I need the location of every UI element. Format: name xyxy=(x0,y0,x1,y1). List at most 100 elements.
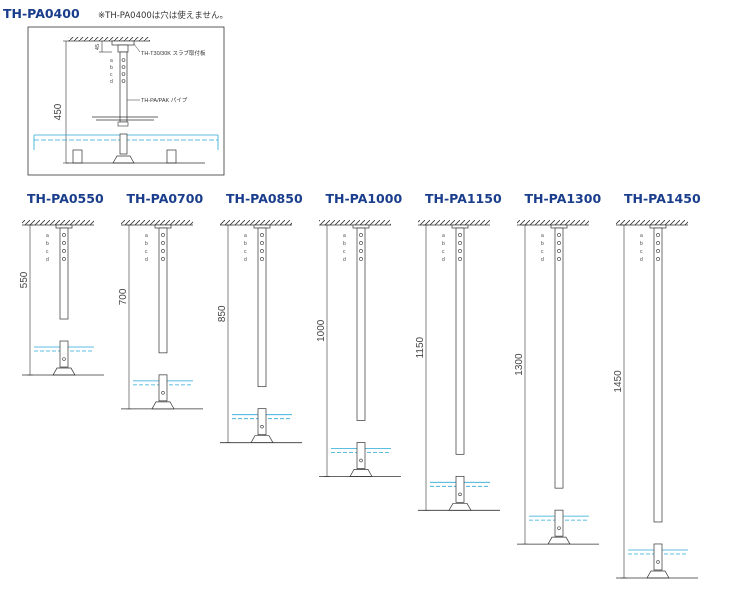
slab-plate xyxy=(550,224,568,229)
dim-length-label: 1150 xyxy=(415,336,426,358)
hole-label: b xyxy=(244,241,247,247)
base-bracket xyxy=(547,536,571,545)
hole-label: a xyxy=(145,233,148,239)
lower-pipe xyxy=(257,408,267,436)
ceiling-hatch xyxy=(517,220,589,225)
pipe-hole xyxy=(161,257,165,261)
models-layer: TH-PA0550abcd550TH-PA0700abcd700TH-PA085… xyxy=(19,191,701,579)
slab-plate xyxy=(649,224,667,229)
hole-label: c xyxy=(145,249,148,255)
main-note: ※TH-PA0400は穴は使えません。 xyxy=(98,10,228,21)
pipe-hole xyxy=(656,249,660,253)
model-title: TH-PA1000 xyxy=(326,191,403,206)
pipe-hole xyxy=(260,233,264,237)
pipe-hole xyxy=(359,233,363,237)
lower-pipe-hole xyxy=(62,357,66,361)
model-title: TH-PA0700 xyxy=(127,191,204,206)
slab-plate xyxy=(55,224,73,229)
pipe-hole xyxy=(458,241,462,245)
pipe-hole xyxy=(260,249,264,253)
base-bracket xyxy=(646,570,670,579)
slab-plate xyxy=(253,224,271,229)
model-title: TH-PA1450 xyxy=(624,191,701,206)
dim-45: 45 xyxy=(95,44,101,50)
hole-label: a xyxy=(343,233,346,239)
lower-pipe-hole xyxy=(161,391,165,395)
hole-label: d xyxy=(541,257,544,263)
lower-pipe xyxy=(356,442,366,469)
pipe-hole xyxy=(557,241,561,245)
dim-450: 450 xyxy=(53,103,64,120)
ceiling-hatch xyxy=(22,220,94,225)
hole-label: d xyxy=(46,257,49,263)
lower-pipe-hole xyxy=(359,458,363,463)
hole-label: c xyxy=(541,249,544,255)
slab-plate xyxy=(451,224,469,229)
hole-label-c: c xyxy=(110,72,113,78)
pipe xyxy=(158,227,168,354)
hole-label: c xyxy=(343,249,346,255)
lower-pipe-hole xyxy=(260,424,264,429)
lower-pipe xyxy=(455,475,465,503)
hole-label: c xyxy=(46,249,49,255)
lower-pipe xyxy=(59,340,69,368)
base-bracket xyxy=(151,401,175,410)
detail-box: 450 45 a b c d TH-T30/30K スラブ取付板 TH-PA/P… xyxy=(27,26,225,176)
hole-label: b xyxy=(640,241,643,247)
pipe-hole xyxy=(557,249,561,253)
pipe xyxy=(455,227,465,455)
slab-plate xyxy=(154,224,172,229)
hole-label: a xyxy=(46,233,49,239)
hole-label: a xyxy=(442,233,445,239)
ceiling-hatch xyxy=(121,220,193,225)
dim-length-label: 1000 xyxy=(316,319,327,342)
hole-label: d xyxy=(640,257,643,263)
pipe-hole xyxy=(359,241,363,245)
pipe-hole xyxy=(62,249,66,253)
pipe-hole xyxy=(458,249,462,253)
dim-length-label: 550 xyxy=(19,271,30,288)
slab-plate xyxy=(352,224,370,229)
main-title: TH-PA0400 xyxy=(3,6,80,21)
hole-label: a xyxy=(541,233,544,239)
label-slab-plate: TH-T30/30K スラブ取付板 xyxy=(141,49,206,57)
pipe-hole xyxy=(458,257,462,261)
hole-label: b xyxy=(343,241,346,247)
hole-label: d xyxy=(145,257,148,263)
pipe-hole xyxy=(62,257,66,261)
lower-pipe-hole xyxy=(458,492,462,497)
pipe-hole xyxy=(62,233,66,237)
pipe-hole xyxy=(359,257,363,261)
lower-pipe-hole xyxy=(656,560,660,564)
pipe-hole xyxy=(161,249,165,253)
lower-pipe xyxy=(554,509,564,537)
model-title: TH-PA0850 xyxy=(226,191,303,206)
model-title: TH-PA1150 xyxy=(425,191,502,206)
pipe-hole xyxy=(260,257,264,261)
model-title: TH-PA0550 xyxy=(27,191,104,206)
dim-length-label: 1300 xyxy=(514,353,525,376)
pipe-hole xyxy=(260,241,264,245)
pipe-hole xyxy=(557,257,561,261)
hole-label: d xyxy=(343,257,346,263)
ceiling-hatch xyxy=(319,220,391,225)
dim-length-label: 1450 xyxy=(613,370,624,393)
lower-pipe xyxy=(653,543,663,571)
pipe xyxy=(257,227,267,388)
pipe-hole xyxy=(161,233,165,237)
pipe xyxy=(653,227,663,523)
ceiling-hatch xyxy=(616,220,688,225)
hole-label: c xyxy=(442,249,445,255)
base-bracket xyxy=(349,469,373,477)
base-bracket xyxy=(52,367,76,376)
dim-length-label: 700 xyxy=(118,288,129,305)
hole-label: c xyxy=(640,249,643,255)
ceiling-hatch xyxy=(220,220,292,225)
hole-label-a: a xyxy=(110,58,113,64)
